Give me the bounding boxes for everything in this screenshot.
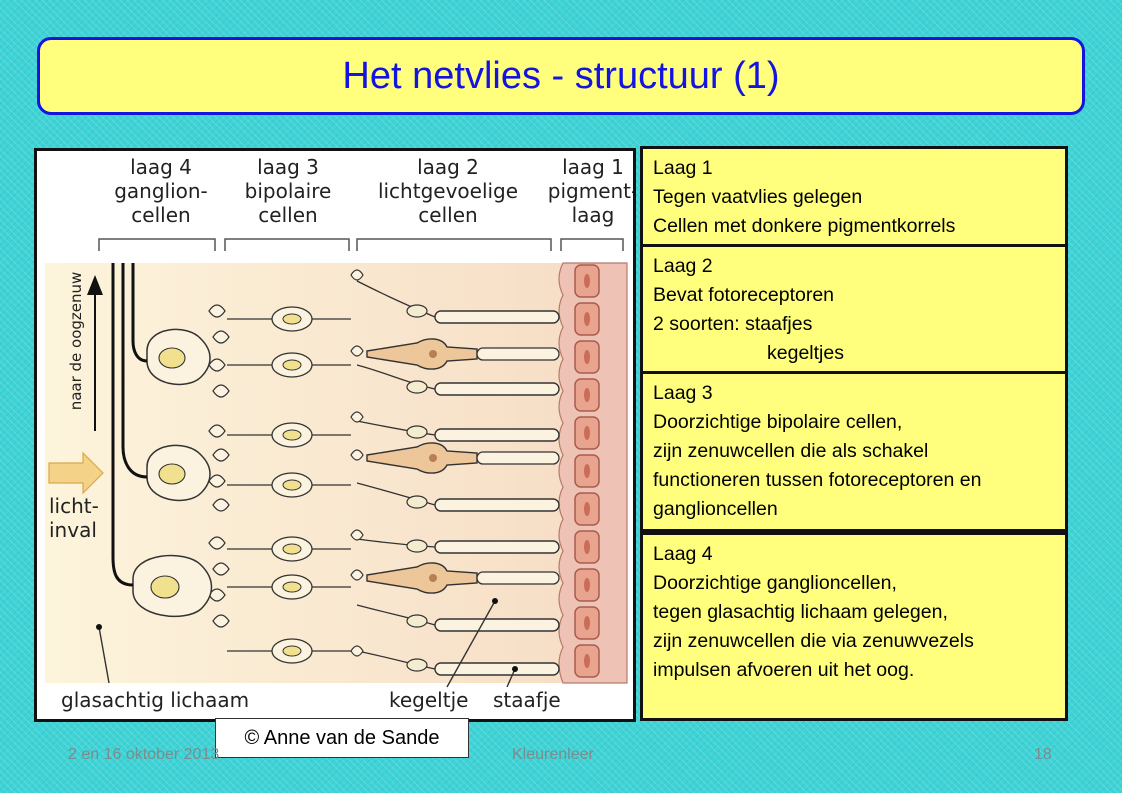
layer2-heading-1: laag 2 <box>417 155 479 179</box>
cone-nuclei <box>429 350 437 582</box>
footer-date: 2 en 16 oktober 2013 <box>68 746 220 763</box>
rod-axons <box>356 280 436 670</box>
pigment-layer <box>558 262 628 684</box>
tissue-background <box>45 263 627 683</box>
rod-nuclei <box>406 304 428 672</box>
panel-2-line-3: kegeltjes <box>767 342 844 364</box>
ganglion-cells <box>132 328 213 617</box>
layer1-heading-3: laag <box>572 203 615 227</box>
layer-brackets <box>98 238 624 251</box>
synapse-terminals <box>350 269 364 657</box>
layer4-heading-2: ganglion- <box>114 179 208 203</box>
slide-title: Het netvlies - structuur (1) <box>342 54 780 97</box>
bipolar-nuclei <box>282 313 302 657</box>
bottom-labels: glasachtig lichaam kegeltje staafje <box>61 688 561 712</box>
copyright-label: © Anne van de Sande <box>215 718 469 758</box>
layer3-heading-1: laag 3 <box>257 155 319 179</box>
layer2-heading-2: lichtgevoelige <box>378 179 518 203</box>
layer1-heading-1: laag 1 <box>562 155 624 179</box>
layer3-heading-3: cellen <box>258 203 317 227</box>
ganglion-nuclei <box>150 347 186 599</box>
optic-nerve-label: naar de oogzenuw <box>67 272 85 411</box>
bipolar-dendrites <box>227 318 351 652</box>
panel-3-line-4: ganglioncellen <box>653 498 778 520</box>
panel-4-heading: Laag 4 <box>653 543 713 565</box>
nerve-fibres <box>111 263 148 587</box>
panel-3-line-1: Doorzichtige bipolaire cellen, <box>653 411 903 433</box>
retina-illustration: laag 4 ganglion- cellen laag 3 bipolaire… <box>45 155 633 712</box>
title-box: Het netvlies - structuur (1) <box>37 37 1085 115</box>
panel-1-line-1: Tegen vaatvlies gelegen <box>653 186 863 208</box>
light-label-2: inval <box>49 518 97 542</box>
panel-1-heading: Laag 1 <box>653 157 713 179</box>
panel-layer-4: Laag 4 Doorzichtige ganglioncellen, tege… <box>640 532 1068 721</box>
light-arrow-icon <box>48 451 104 495</box>
panel-4-line-1: Doorzichtige ganglioncellen, <box>653 572 897 594</box>
panel-layer-1: Laag 1 Tegen vaatvlies gelegen Cellen me… <box>640 146 1068 247</box>
layer4-heading-1: laag 4 <box>130 155 192 179</box>
panel-4-line-4: impulsen afvoeren uit het oog. <box>653 659 915 681</box>
retina-diagram: laag 4 ganglion- cellen laag 3 bipolaire… <box>34 148 636 722</box>
label-pointers <box>98 600 516 688</box>
panel-layer-3: Laag 3 Doorzichtige bipolaire cellen, zi… <box>640 371 1068 532</box>
layer-headings: laag 4 ganglion- cellen laag 3 bipolaire… <box>114 155 633 227</box>
cone-outer-segments <box>476 347 560 585</box>
layer4-heading-3: cellen <box>131 203 190 227</box>
light-label-1: licht- <box>49 494 99 518</box>
footer-subject: Kleurenleer <box>512 746 594 763</box>
panel-3-line-3: functioneren tussen fotoreceptoren en <box>653 469 982 491</box>
footer-page-number: 18 <box>1034 746 1052 763</box>
layer3-heading-2: bipolaire <box>245 179 332 203</box>
panel-1-line-2: Cellen met donkere pigmentkorrels <box>653 215 956 237</box>
cones <box>366 338 478 594</box>
panel-3-line-2: zijn zenuwcellen die als schakel <box>653 440 929 462</box>
panel-layer-2: Laag 2 Bevat fotoreceptoren 2 soorten: s… <box>640 244 1068 374</box>
vitreous-label: glasachtig lichaam <box>61 688 249 712</box>
panel-2-heading: Laag 2 <box>653 255 713 277</box>
panel-3-heading: Laag 3 <box>653 382 713 404</box>
optic-nerve-arrow <box>87 275 103 431</box>
layer2-heading-3: cellen <box>418 203 477 227</box>
cone-label: kegeltje <box>389 688 468 712</box>
rod-label: staafje <box>493 688 561 712</box>
pointer-dots <box>96 598 518 672</box>
panel-4-line-2: tegen glasachtig lichaam gelegen, <box>653 601 948 623</box>
panel-2-line-1: Bevat fotoreceptoren <box>653 284 835 306</box>
layer1-heading-2: pigment- <box>548 179 633 203</box>
ganglion-synapses <box>208 304 230 628</box>
panel-4-line-3: zijn zenuwcellen die via zenuwvezels <box>653 630 974 652</box>
panel-2-line-2: 2 soorten: staafjes <box>653 313 813 335</box>
